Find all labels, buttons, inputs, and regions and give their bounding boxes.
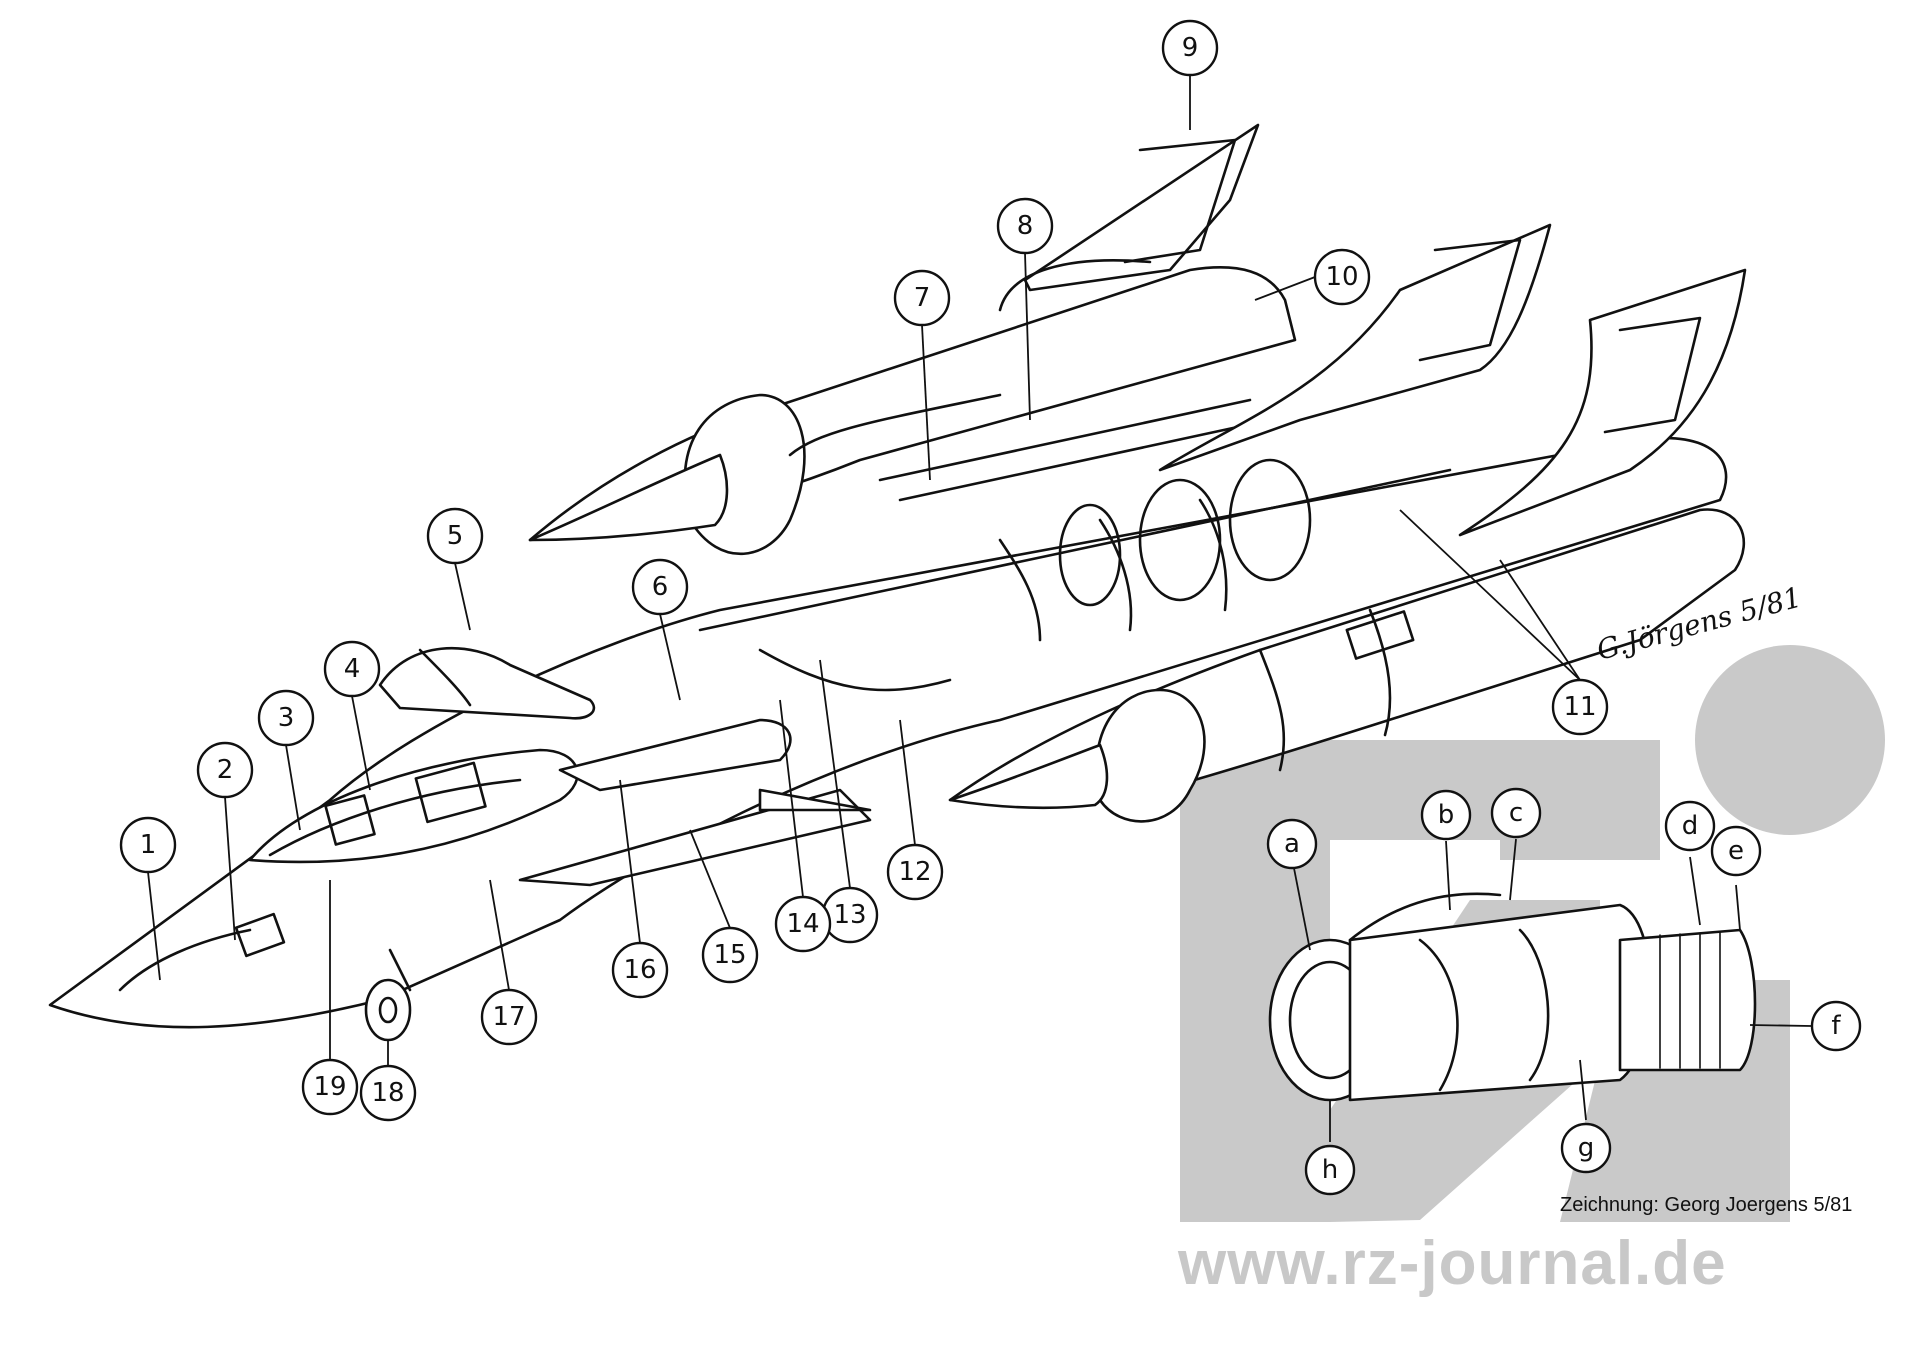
callout-a: a bbox=[1266, 818, 1318, 870]
watermark-url: www.rz-journal.de bbox=[1178, 1229, 1727, 1298]
svg-text:4: 4 bbox=[344, 654, 361, 684]
callout-11: 11 bbox=[1551, 678, 1609, 736]
svg-text:9: 9 bbox=[1182, 33, 1199, 63]
svg-text:12: 12 bbox=[898, 857, 931, 887]
callout-12: 12 bbox=[886, 843, 944, 901]
svg-text:2: 2 bbox=[217, 755, 234, 785]
callout-g: g bbox=[1560, 1122, 1612, 1174]
svg-text:16: 16 bbox=[623, 955, 656, 985]
callout-13: 13 bbox=[821, 886, 879, 944]
callout-1: 1 bbox=[119, 816, 177, 874]
callout-10: 10 bbox=[1313, 248, 1371, 306]
callout-4: 4 bbox=[323, 640, 381, 698]
callout-2: 2 bbox=[196, 741, 254, 799]
cockpit bbox=[118, 647, 596, 992]
svg-text:7: 7 bbox=[914, 283, 931, 313]
svg-text:b: b bbox=[1438, 800, 1455, 830]
callout-7: 7 bbox=[893, 269, 951, 327]
svg-text:15: 15 bbox=[713, 940, 746, 970]
svg-text:1: 1 bbox=[140, 830, 157, 860]
svg-text:3: 3 bbox=[278, 703, 295, 733]
fuselage bbox=[48, 398, 1728, 1029]
lower-nacelle bbox=[948, 268, 1747, 823]
svg-text:f: f bbox=[1831, 1011, 1841, 1041]
svg-text:h: h bbox=[1322, 1155, 1338, 1185]
leader-lines bbox=[147, 75, 1812, 1142]
callout-15: 15 bbox=[701, 926, 759, 984]
svg-text:c: c bbox=[1509, 798, 1523, 828]
callout-19: 19 bbox=[301, 1058, 359, 1116]
aircraft-callouts: 1 2 3 4 5 6 7 8 9 10 11 12 13 14 15 16 1… bbox=[119, 19, 1609, 1122]
svg-text:8: 8 bbox=[1017, 211, 1034, 241]
callout-c: c bbox=[1490, 787, 1542, 839]
svg-text:g: g bbox=[1578, 1133, 1595, 1163]
wing bbox=[518, 718, 872, 887]
callout-17: 17 bbox=[480, 988, 538, 1046]
callout-d: d bbox=[1664, 800, 1716, 852]
svg-text:17: 17 bbox=[492, 1002, 525, 1032]
svg-text:e: e bbox=[1728, 836, 1744, 866]
svg-text:d: d bbox=[1682, 811, 1699, 841]
svg-text:10: 10 bbox=[1325, 262, 1358, 292]
svg-text:19: 19 bbox=[313, 1072, 346, 1102]
drawing-credit: Zeichnung: Georg Joergens 5/81 bbox=[1560, 1194, 1853, 1216]
callout-18: 18 bbox=[359, 1064, 417, 1122]
engine-detail bbox=[1268, 892, 1757, 1102]
svg-text:18: 18 bbox=[371, 1078, 404, 1108]
svg-text:6: 6 bbox=[652, 572, 669, 602]
callout-3: 3 bbox=[257, 689, 315, 747]
callout-16: 16 bbox=[611, 941, 669, 999]
svg-text:5: 5 bbox=[447, 521, 464, 551]
upper-nacelle bbox=[528, 123, 1297, 556]
callout-h: h bbox=[1304, 1144, 1356, 1196]
svg-text:13: 13 bbox=[833, 900, 866, 930]
callout-9: 9 bbox=[1161, 19, 1219, 77]
engine-callouts: a b c d e f g h bbox=[1266, 787, 1862, 1196]
svg-text:a: a bbox=[1284, 829, 1300, 859]
callout-e: e bbox=[1710, 825, 1762, 877]
callout-f: f bbox=[1810, 1000, 1862, 1052]
svg-text:14: 14 bbox=[786, 909, 819, 939]
callout-6: 6 bbox=[631, 558, 689, 616]
callout-b: b bbox=[1420, 789, 1472, 841]
callout-8: 8 bbox=[996, 197, 1054, 255]
mid-fin bbox=[1158, 223, 1552, 472]
callout-5: 5 bbox=[426, 507, 484, 565]
svg-text:11: 11 bbox=[1563, 692, 1596, 722]
callout-14: 14 bbox=[774, 895, 832, 953]
